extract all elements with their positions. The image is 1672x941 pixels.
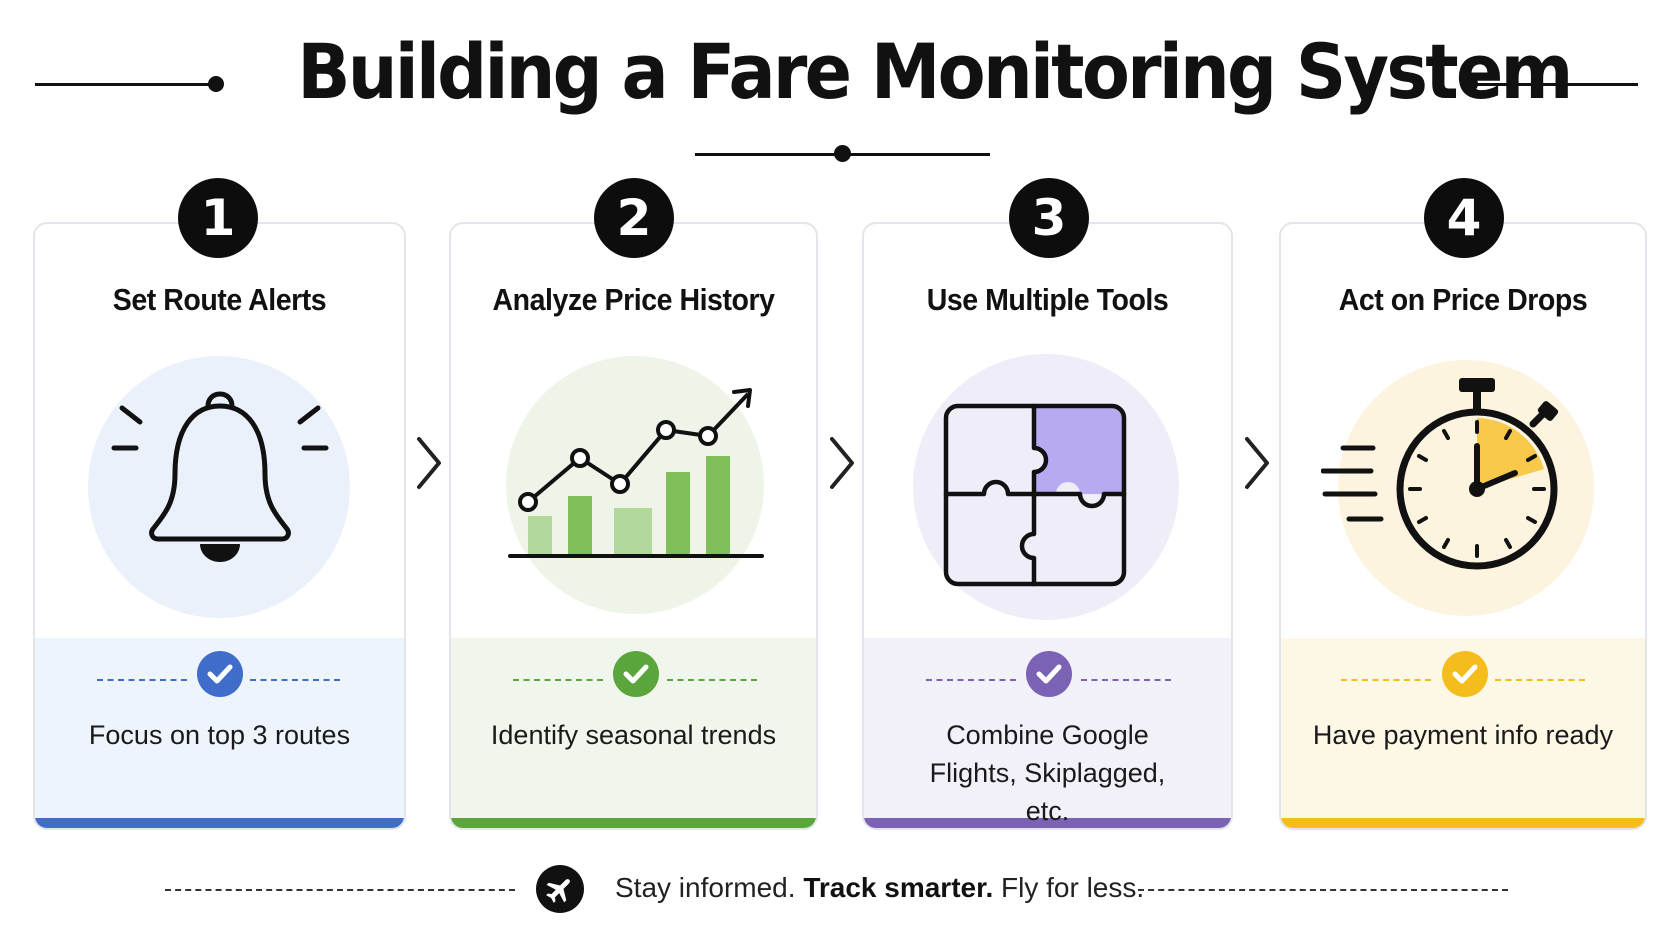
footer-tagline-emphasis: Track smarter. [803,872,994,903]
step-card-2: Analyze Price History Identify seasonal … [449,222,818,830]
step-number-2: 2 [594,178,674,258]
divider-dash-right [1495,679,1585,681]
step-number-1: 1 [178,178,258,258]
footer-dash-left [165,889,515,891]
card-accent-bar [864,818,1231,828]
check-icon [613,651,659,697]
puzzle-icon [943,403,1127,587]
card-accent-bar [1281,818,1645,828]
divider-dash-left [1341,679,1431,681]
chevron-right-icon [830,437,854,489]
step-description: Combine Google Flights, Skiplagged, etc. [929,720,1166,826]
step-number-3: 3 [1009,178,1089,258]
chevron-right-icon [417,437,441,489]
card-accent-bar [35,818,404,828]
step-card-1: Set Route Alerts Focus on top 3 routes [33,222,406,830]
footer-tagline-part3: Fly for less. [993,872,1145,903]
title-rule-right [1473,83,1638,86]
title-rule-left [35,83,215,86]
divider-dash-left [97,679,187,681]
check-icon [1026,651,1072,697]
footer-dash-right [1138,889,1508,891]
title-underline-dot [834,145,851,162]
title-dot-right [1462,76,1478,92]
page-title: Building a Fare Monitoring System [297,27,1573,116]
step-card-4: Act on Price Drops Have pay [1279,222,1647,830]
footer-tagline: Stay informed. Track smarter. Fly for le… [615,872,1144,904]
step-description: Have payment info ready [1312,720,1614,750]
step-number-4: 4 [1424,178,1504,258]
airplane-icon [536,865,584,913]
stopwatch-icon [1321,378,1559,570]
step-title: Use Multiple Tools [926,282,1169,317]
chevron-right-icon [1245,437,1269,489]
price-chart-icon [508,388,764,558]
step-description: Identify seasonal trends [490,720,777,750]
divider-dash-right [667,679,757,681]
divider-dash-right [250,679,340,681]
divider-dash-left [513,679,603,681]
illustration-circle [88,356,350,618]
card-accent-bar [451,818,816,828]
step-card-3: Use Multiple Tools Combine Google Flight… [862,222,1233,830]
check-icon [1442,651,1488,697]
step-description: Focus on top 3 routes [88,720,351,750]
step-title: Act on Price Drops [1338,282,1588,317]
step-title: Analyze Price History [492,282,775,317]
title-dot-left [208,76,224,92]
divider-dash-left [926,679,1016,681]
step-title: Set Route Alerts [112,282,327,317]
divider-dash-right [1081,679,1171,681]
bell-icon [111,391,329,562]
footer-tagline-part1: Stay informed. [615,872,804,903]
check-icon [197,651,243,697]
